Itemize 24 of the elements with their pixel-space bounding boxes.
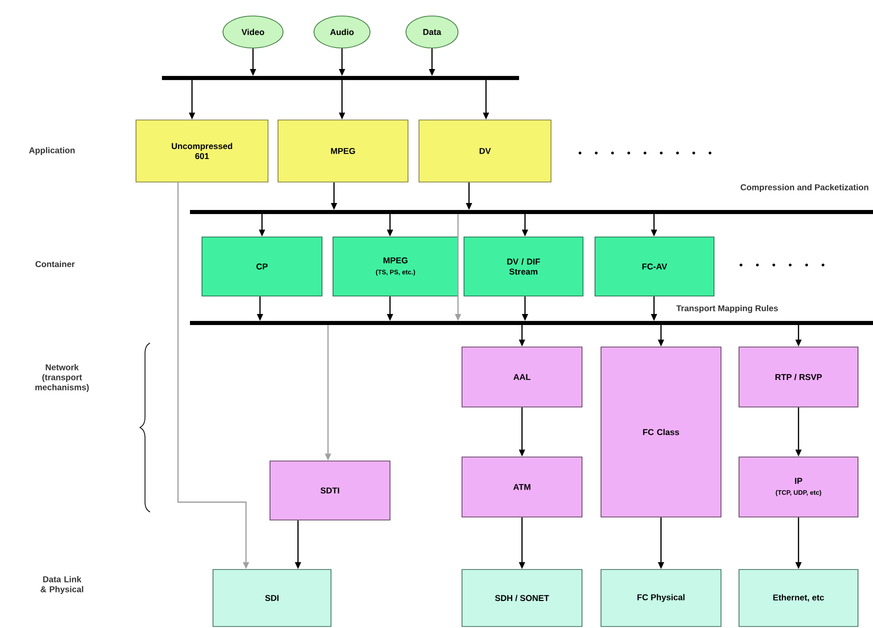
process-box: SDI: [212, 569, 332, 627]
process-box: SDH / SONET: [462, 569, 582, 627]
layer-label: Network (transport mechanisms): [35, 364, 89, 392]
process-box: FC Physical: [600, 569, 722, 627]
process-box: FC Class: [600, 346, 722, 518]
process-box: Uncompressed 601: [136, 120, 268, 182]
process-box: Ethernet, etc: [738, 569, 858, 627]
process-box: SDTI: [270, 460, 390, 520]
layer-label: Application: [29, 147, 75, 155]
layer-label: Container: [36, 260, 75, 268]
process-box: AAL: [462, 346, 582, 408]
process-box: FC-AV: [594, 236, 714, 296]
process-box: RTP / RSVP: [738, 346, 858, 408]
ellipse-node: Video: [222, 16, 284, 48]
layer-label: Data Link & Physical: [40, 576, 84, 594]
process-box: CP: [202, 236, 322, 296]
process-box: ATM: [462, 456, 582, 518]
ellipse-node: Audio: [314, 16, 370, 48]
process-box: MPEG: [278, 120, 408, 182]
process-box: DV: [418, 120, 552, 182]
process-box: DV / DIF Stream: [464, 236, 584, 296]
ellipse-node: Data: [406, 16, 458, 48]
layer-label: Compression and Packetization: [740, 184, 868, 192]
layer-label: Transport Mapping Rules: [676, 305, 778, 313]
